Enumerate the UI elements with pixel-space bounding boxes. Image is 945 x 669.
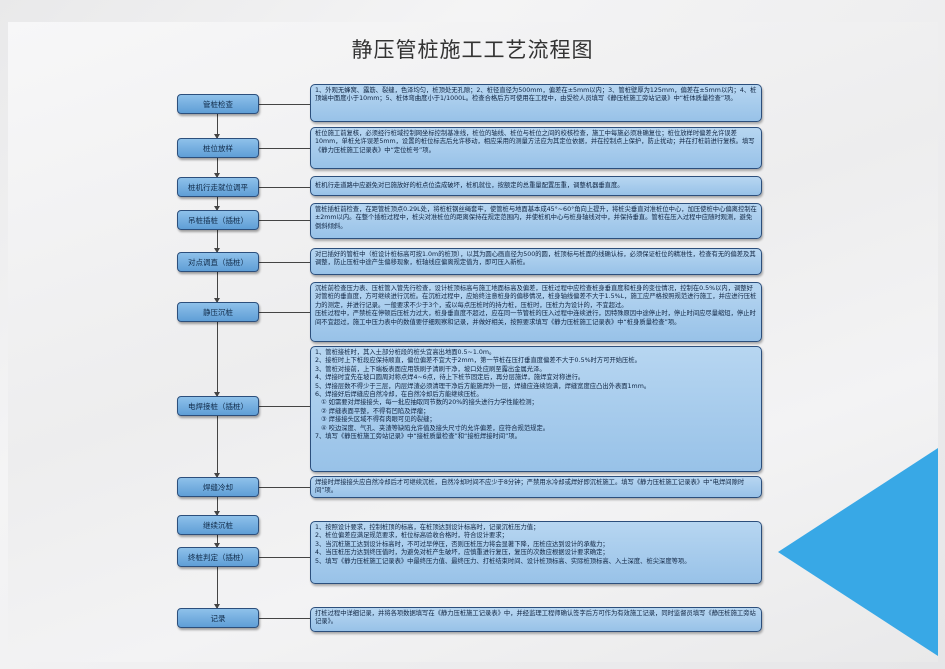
flow-arrow — [214, 134, 220, 139]
step-link — [259, 312, 310, 313]
step-link — [259, 148, 310, 149]
desc-text: 压桩过程中，严禁桩在停顿后压桩力过大，桩身垂直度不超过，应在同一节管桩的压入过程… — [315, 310, 756, 326]
flow-connector — [217, 272, 218, 302]
desc-weld-splice: 1、管桩接桩时，其入土部分桩段的桩头宜高出地面0.5~1.0m。 2、接桩时上下… — [310, 346, 762, 472]
desc-text: 2、接桩时上下桩段应保持顺直，偏位偏差不宜大于2mm，第一节桩在压打垂直度偏差不… — [315, 357, 641, 365]
flow-connector — [217, 497, 218, 515]
flow-connector — [217, 114, 218, 138]
flow-connector — [217, 322, 218, 396]
desc-text: 1、按照设计要求，控制桩顶的标高，在桩顶达到设计标高时，记录沉桩压力值； — [315, 524, 540, 531]
step-link — [259, 618, 310, 619]
desc-record: 打桩过程中详细记录，并将各项数据填写在《静力压桩施工记录表》中，并经监理工程师确… — [310, 607, 762, 632]
flow-arrow — [214, 206, 220, 211]
desc-final-judgment: 1、按照设计要求，控制桩顶的标高，在桩顶达到设计标高时，记录沉桩压力值； 2、桩… — [310, 521, 762, 584]
step-static-press: 静压沉桩 — [177, 302, 259, 322]
desc-text: 沉桩前检查压力表、压桩管入管先行检查，设计桩顶标高与施工地面标高及偏差，压桩过程… — [315, 285, 757, 309]
desc-text: 5、焊接层数不得少于三层，内层焊渣必须清理干净后方能施焊外一层，焊缝应连续饱满，… — [315, 382, 651, 390]
step-link — [259, 557, 310, 558]
desc-text: 桩机行走道路中应避免对已施放好的桩点位造成破坏，桩机就位，按额定的总重量配置压重… — [315, 182, 624, 189]
step-pile-setout: 桩位放样 — [177, 138, 259, 158]
step-link — [259, 104, 310, 105]
flow-connector — [217, 230, 218, 252]
step-continue-press: 继续沉桩 — [177, 515, 259, 535]
step-record: 记录 — [177, 608, 259, 628]
step-weld-cooling: 焊缝冷却 — [177, 477, 259, 497]
step-link — [259, 487, 310, 488]
desc-text: 管桩插桩前检查，在距管桩顶点0.29L处，将桩桩钢丝绳套牢，使管桩与地面基本成4… — [315, 206, 757, 230]
desc-text: 1、外观无蜂窝、露筋、裂缝，色泽均匀，桩顶处无孔隙；2、桩径直径为500mm，偏… — [315, 87, 757, 103]
desc-lift-insert-pile: 管桩插桩前检查，在距管桩顶点0.29L处，将桩桩钢丝绳套牢，使管桩与地面基本成4… — [310, 203, 762, 239]
desc-text: 打桩过程中详细记录，并将各项数据填写在《静力压桩施工记录表》中，并经监理工程师确… — [315, 610, 756, 626]
flow-connector — [217, 535, 218, 547]
flow-arrow — [214, 543, 220, 548]
step-link — [259, 187, 310, 188]
desc-pile-setout: 桩位施工前复核，必须经行桩域控制网坐标控制基准线，桩位的轴线、桩位与桩位之间的校… — [310, 127, 762, 169]
flow-connector — [217, 158, 218, 177]
desc-text: 对已插好的管桩中（桩设计桩标高可按1.0m的桩顶），以其为圆心画直径为500的圆… — [315, 251, 756, 267]
desc-text: 5、填写《静力压桩施工记录表》中最终压力值、最终压力、打桩结束时间、设计桩顶标高… — [315, 557, 691, 565]
step-align-vertical: 对点调直（插桩） — [177, 252, 259, 272]
flow-arrow — [214, 173, 220, 178]
flow-connector — [217, 416, 218, 477]
desc-text: 焊接时焊接接头应自然冷却后才可继续沉桩，自然冷却时间不应少于8分钟；严禁用水冷却… — [315, 479, 745, 495]
step-final-judgment: 终桩判定（插桩） — [177, 547, 259, 567]
page-title: 静压管桩施工工艺流程图 — [351, 38, 594, 62]
step-lift-insert-pile: 吊桩插桩（插桩） — [177, 210, 259, 230]
flow-arrow — [214, 248, 220, 253]
desc-text: 桩位施工前复核，必须经行桩域控制网坐标控制基准线，桩位的轴线、桩位与桩位之间的校… — [315, 130, 755, 154]
flow-connector — [217, 567, 218, 608]
desc-text: 4、焊接时宜先在坡口圆周对称点焊4~6点，待上下桩节固定后，再分层施焊，施焊宜对… — [315, 374, 585, 382]
flow-arrow — [214, 298, 220, 303]
desc-text: 2、桩位偏差应满足规范要求，桩位标高验收合格时，符合设计要求； — [315, 532, 508, 540]
desc-text: 1、管桩接桩时，其入土部分桩段的桩头宜高出地面0.5~1.0m。 — [315, 349, 496, 356]
flow-arrow — [214, 473, 220, 478]
desc-text: 6、焊接好后焊缝应自然冷却，在自然冷却后方能继续压桩。 — [315, 391, 483, 399]
desc-text: ② 焊缝表面平整，不得有凹陷及焊瘤； — [321, 407, 430, 415]
desc-text: ① 如需要对焊接接头，每一批应抽取同节数的20%的接头进行力学性能检测； — [321, 399, 538, 407]
flow-arrow — [214, 511, 220, 516]
desc-pile-inspection: 1、外观无蜂窝、露筋、裂缝，色泽均匀，桩顶处无孔隙；2、桩径直径为500mm，偏… — [310, 84, 762, 122]
desc-text: 3、管桩对接前，上下端板表面应用铁刷子清刷干净，坡口处应刷至露出金属光泽。 — [315, 365, 546, 373]
step-pile-inspection: 管桩检查 — [177, 94, 259, 114]
step-link — [259, 220, 310, 221]
desc-static-press: 沉桩前检查压力表、压桩管入管先行检查，设计桩顶标高与施工地面标高及偏差，压桩过程… — [310, 282, 762, 342]
desc-text: 4、当压桩压力达到终压值时，为避免对桩产生破坏，应慎重进行复压，复压的次数应根据… — [315, 549, 609, 557]
desc-align-vertical: 对已插好的管桩中（桩设计桩标高可按1.0m的桩顶），以其为圆心画直径为500的圆… — [310, 248, 762, 275]
decorative-triangle — [778, 448, 938, 656]
desc-text: ④ 咬边深度、气孔、夹渣等缺陷允许值及接头尺寸的允许偏差，应符合规范规定。 — [321, 424, 550, 432]
desc-weld-cooling: 焊接时焊接接头应自然冷却后才可继续沉桩，自然冷却时间不应少于8分钟；严禁用水冷却… — [310, 476, 762, 498]
desc-text: ③ 焊接接头区域不得有肉眼可见的裂缝； — [321, 416, 436, 424]
desc-text: 3、当沉桩施工达到设计标高时，不可过早停压，否则压桩压力将会显著下降，压桩应达到… — [315, 540, 609, 548]
step-rig-positioning: 桩机行走就位调平 — [177, 177, 259, 197]
step-weld-splice: 电焊接桩（插桩） — [177, 396, 259, 416]
flow-arrow — [214, 392, 220, 397]
flow-connector — [217, 197, 218, 210]
flow-arrow — [214, 604, 220, 609]
desc-text: 7、填写《静压桩施工旁站记录》中“接桩质量检查”和“接桩焊接时间”项。 — [315, 433, 521, 441]
step-link — [259, 262, 310, 263]
desc-rig-positioning: 桩机行走道路中应避免对已施放好的桩点位造成破坏，桩机就位，按额定的总重量配置压重… — [310, 176, 762, 196]
step-link — [259, 406, 310, 407]
